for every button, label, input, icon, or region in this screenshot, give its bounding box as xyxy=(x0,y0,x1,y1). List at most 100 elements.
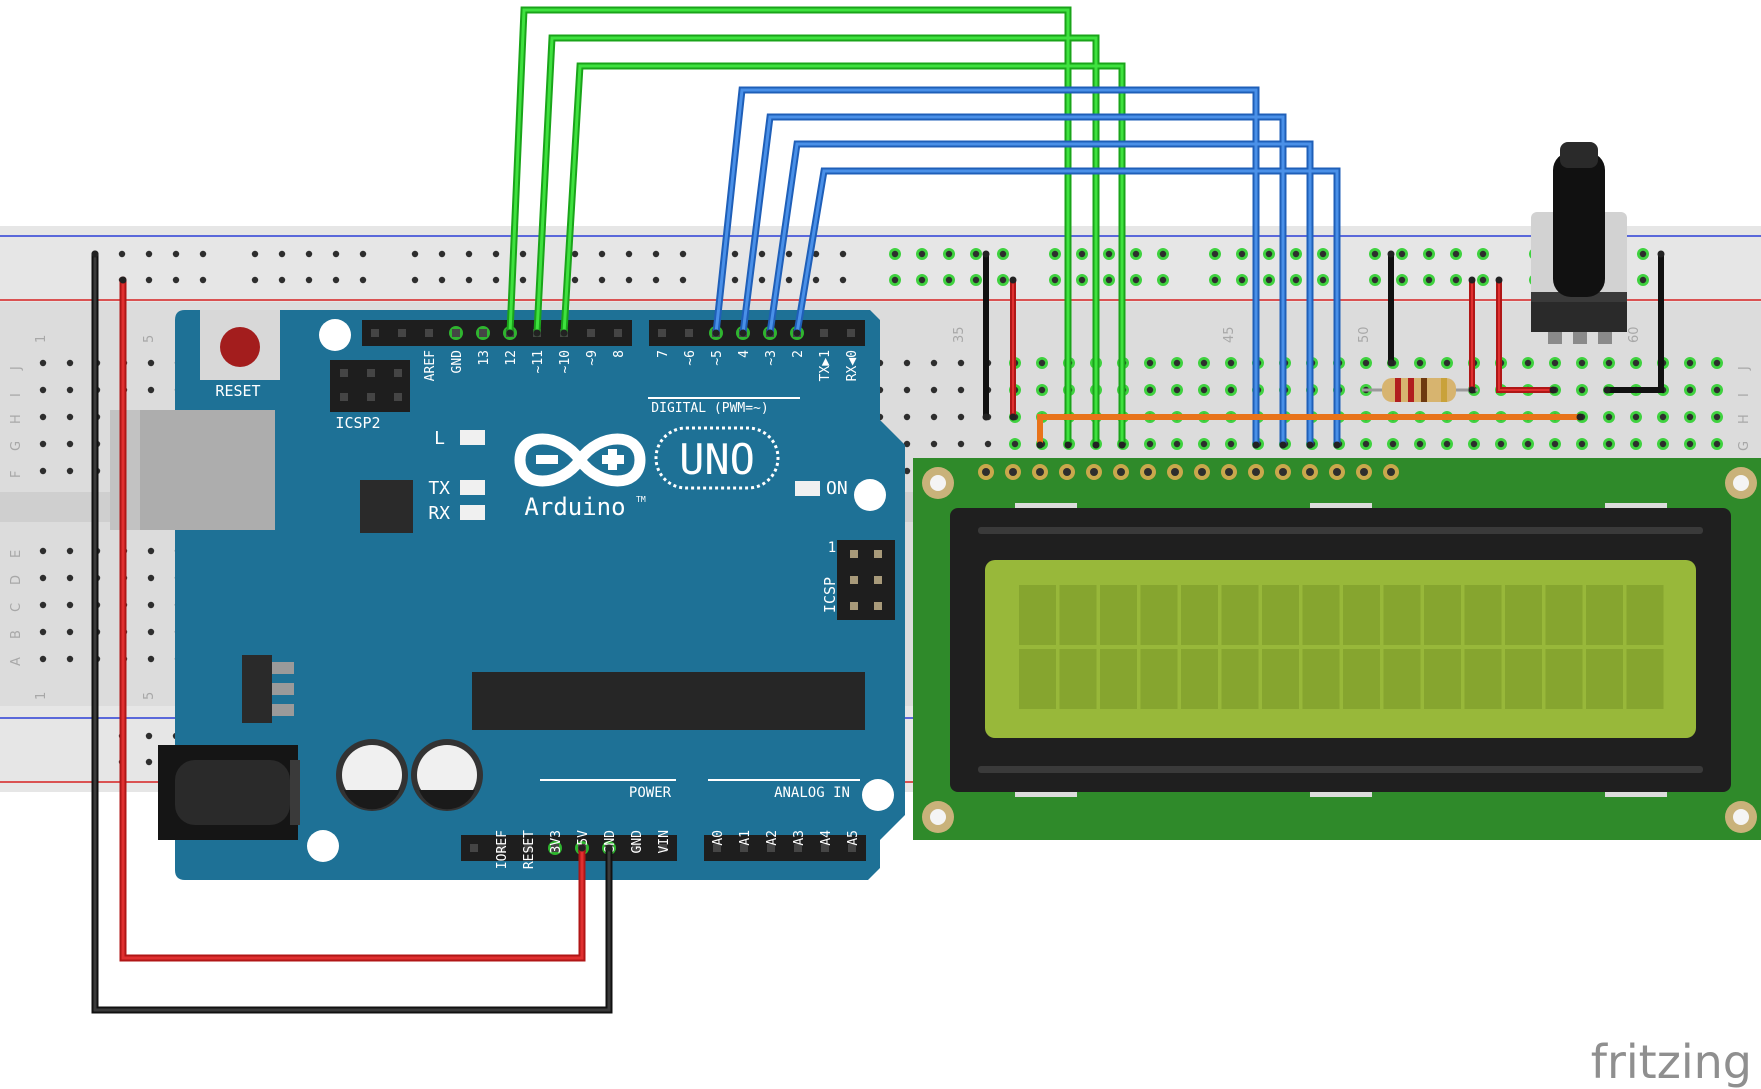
lcd-pin xyxy=(978,464,994,480)
breadboard-hole xyxy=(66,547,74,555)
breadboard-hole xyxy=(66,386,74,394)
breadboard-hole xyxy=(147,574,155,582)
pin-label: A5 xyxy=(846,830,861,846)
breadboard-hole xyxy=(758,276,766,284)
breadboard-hole xyxy=(957,440,965,448)
wire-end xyxy=(982,413,990,421)
breadboard-hole xyxy=(411,250,419,258)
breadboard-hole xyxy=(1236,274,1248,286)
arduino-logo: Arduino TM xyxy=(514,433,646,521)
breadboard-hole xyxy=(598,250,606,258)
header-pin xyxy=(850,602,858,610)
breadboard-hole xyxy=(1157,274,1169,286)
column-label: 5 xyxy=(142,335,157,343)
pin-label: ~5 xyxy=(710,350,725,366)
analog-label: ANALOG IN xyxy=(774,785,850,801)
breadboard-hole xyxy=(278,250,286,258)
breadboard-hole xyxy=(1630,438,1642,450)
column-label: 60 xyxy=(1627,326,1642,343)
breadboard-hole xyxy=(199,250,207,258)
breadboard-hole xyxy=(970,274,982,286)
breadboard-hole xyxy=(1450,274,1462,286)
minus-icon xyxy=(536,455,558,464)
pin-label: GND xyxy=(630,830,645,854)
wire-end xyxy=(1252,441,1260,449)
pin-label: 5V xyxy=(576,830,591,846)
breadboard-hole xyxy=(492,250,500,258)
lcd-cell xyxy=(1100,649,1137,709)
capacitor xyxy=(336,739,408,811)
pin-label: AREF xyxy=(423,350,438,381)
lcd-pin xyxy=(1302,464,1318,480)
breadboard-hole xyxy=(438,276,446,284)
breadboard-hole xyxy=(997,274,1009,286)
breadboard-hole xyxy=(930,359,938,367)
breadboard-hole xyxy=(903,413,911,421)
wire-end xyxy=(1279,441,1287,449)
pin-label: VIN xyxy=(657,830,672,853)
breadboard-hole xyxy=(1263,248,1275,260)
breadboard-hole xyxy=(1441,438,1453,450)
header-pin xyxy=(850,550,858,558)
breadboard-hole xyxy=(889,248,901,260)
breadboard-hole xyxy=(1522,357,1534,369)
header-pin xyxy=(821,844,829,852)
lcd-cell xyxy=(1181,649,1218,709)
atmega-chip xyxy=(472,672,865,730)
breadboard-hole xyxy=(172,250,180,258)
lcd-cell xyxy=(1343,585,1380,645)
pin-label: 2 xyxy=(791,350,806,358)
header-pin xyxy=(371,329,379,337)
breadboard-hole xyxy=(1603,438,1615,450)
led-on xyxy=(795,481,820,496)
lcd-cell xyxy=(1221,649,1259,709)
breadboard-hole xyxy=(1387,438,1399,450)
row-label: J xyxy=(9,366,24,371)
breadboard-hole xyxy=(411,276,419,284)
lcd-cell xyxy=(1505,585,1542,645)
breadboard-hole xyxy=(1657,411,1669,423)
row-label: H xyxy=(1737,414,1752,424)
header-pin xyxy=(476,326,490,340)
lcd-character-cells xyxy=(1019,585,1664,709)
header-pin xyxy=(394,369,402,377)
breadboard-hole xyxy=(785,250,793,258)
breadboard-hole xyxy=(1290,274,1302,286)
breadboard-hole xyxy=(1369,274,1381,286)
lcd-cell xyxy=(1059,585,1097,645)
breadboard-hole xyxy=(1414,357,1426,369)
icsp-header xyxy=(837,540,895,620)
row-label: G xyxy=(1737,441,1752,451)
lcd-pin xyxy=(1356,464,1372,480)
breadboard-hole xyxy=(1130,248,1142,260)
row-label: C xyxy=(9,603,24,612)
pin-label: A1 xyxy=(738,830,753,846)
breadboard-hole xyxy=(1630,357,1642,369)
pin-label: ~3 xyxy=(764,350,779,366)
reset-button-cap[interactable] xyxy=(220,327,260,367)
breadboard-hole xyxy=(1360,438,1372,450)
breadboard-hole xyxy=(1522,438,1534,450)
wire-end xyxy=(1657,250,1665,258)
header-pin xyxy=(340,393,348,401)
lcd-cell xyxy=(1383,585,1421,645)
potentiometer-knob[interactable] xyxy=(1553,152,1605,297)
lcd-cell xyxy=(1626,585,1664,645)
breadboard-hole xyxy=(997,248,1009,260)
lcd-cell xyxy=(1586,585,1623,645)
mount-hole xyxy=(854,479,886,511)
wire-end xyxy=(1064,441,1072,449)
breadboard-hole xyxy=(1637,274,1649,286)
lcd-cell xyxy=(1262,649,1299,709)
wire-end xyxy=(1036,441,1044,449)
breadboard-hole xyxy=(889,274,901,286)
lcd-pin xyxy=(1059,464,1075,480)
wire-end xyxy=(1576,413,1584,421)
lcd-cell xyxy=(1019,585,1056,645)
row-label: E xyxy=(9,550,24,558)
resistor xyxy=(1362,378,1478,402)
breadboard-hole xyxy=(1009,438,1021,450)
breadboard-hole xyxy=(1396,248,1408,260)
icsp2-label: ICSP2 xyxy=(335,414,380,432)
